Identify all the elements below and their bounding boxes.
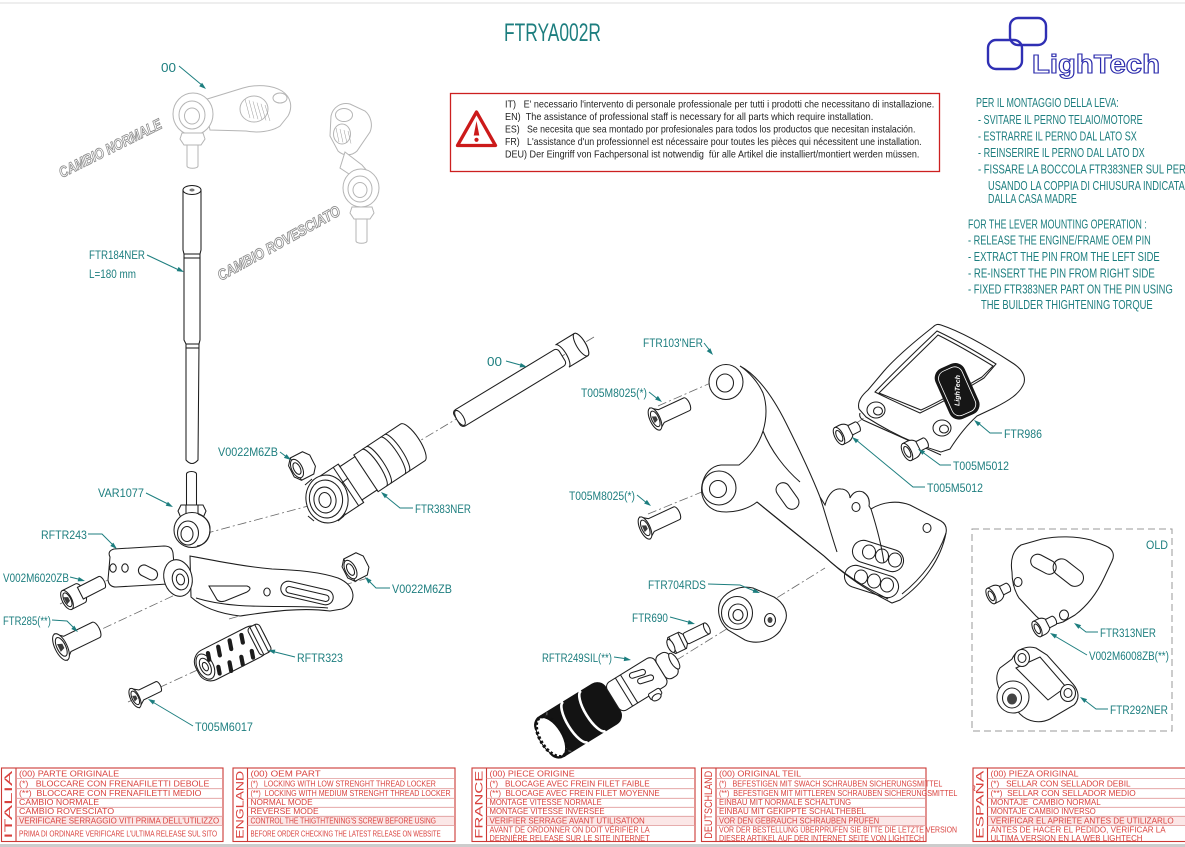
svg-text:FOR THE LEVER MOUNTING OPERATI: FOR THE LEVER MOUNTING OPERATION : (968, 218, 1147, 232)
svg-text:(**) SELLAR CON SELLADOR MEDI: (**) SELLAR CON SELLADOR MEDIO (991, 788, 1137, 798)
svg-text:MONTAGE VITESSE INVERSEE: MONTAGE VITESSE INVERSEE (490, 807, 606, 816)
svg-text:VERIFICAR EL APRIETE ANTES DE: VERIFICAR EL APRIETE ANTES DE UTILIZARLO (991, 816, 1175, 825)
svg-text:FTR103'NER: FTR103'NER (643, 337, 703, 350)
svg-text:LighTech: LighTech (954, 375, 962, 406)
svg-text:- REINSERIRE IL PERNO DAL LATO: - REINSERIRE IL PERNO DAL LATO DX (978, 147, 1145, 161)
svg-text:ENGLAND: ENGLAND (234, 771, 246, 839)
svg-text:RFTR249SIL(**): RFTR249SIL(**) (542, 652, 612, 665)
svg-text:PER IL MONTAGGIO DELLA LEVA:: PER IL MONTAGGIO DELLA LEVA: (976, 97, 1119, 111)
svg-text:V002M6020ZB: V002M6020ZB (3, 572, 69, 585)
svg-text:00: 00 (487, 354, 502, 369)
svg-text:ESPAÑA: ESPAÑA (973, 770, 986, 838)
svg-text:DIESER ARTIKEL AUF DER INTERNE: DIESER ARTIKEL AUF DER INTERNET SEITE VO… (719, 833, 924, 843)
svg-text:(00) PIEZA ORIGINAL: (00) PIEZA ORIGINAL (991, 769, 1079, 779)
svg-text:FTR383NER: FTR383NER (415, 503, 471, 516)
svg-text:CAMBIO ROVESCIATO: CAMBIO ROVESCIATO (19, 806, 114, 816)
svg-text:(**) LOCKING WITH MEDIUM STRE: (**) LOCKING WITH MEDIUM STRENGHT THREAD… (251, 789, 451, 799)
svg-text:DERNIÈRE RELEASE SUR LE SITE I: DERNIÈRE RELEASE SUR LE SITE INTERNET (490, 833, 650, 843)
svg-text:- FISSARE LA BOCCOLA FTR383NER: - FISSARE LA BOCCOLA FTR383NER SUL PERN (978, 163, 1185, 177)
svg-text:PRIMA DI ORDINARE VERIFICARE L: PRIMA DI ORDINARE VERIFICARE L'ULTIMA RE… (19, 829, 217, 839)
svg-text:VOR DEN GEBRAUCH SCHRAUBEN PRÜ: VOR DEN GEBRAUCH SCHRAUBEN PRÜFEN (719, 816, 879, 826)
svg-text:CONTROL THE THIGTHTENING'S SCR: CONTROL THE THIGTHTENING'S SCREW BEFORE … (251, 816, 437, 826)
svg-text:MONTAJE CAMBIO INVERSO: MONTAJE CAMBIO INVERSO (991, 807, 1096, 816)
svg-text:USANDO LA COPPIA DI CHIUSURA I: USANDO LA COPPIA DI CHIUSURA INDICATA (988, 180, 1185, 194)
svg-text:- EXTRACT THE PIN FROM THE LEF: - EXTRACT THE PIN FROM THE LEFT SIDE (968, 251, 1160, 265)
svg-text:FRANCE: FRANCE (472, 771, 485, 839)
svg-text:(*) BEFESTIGEN MIT SWACH SCH: (*) BEFESTIGEN MIT SWACH SCHRAUBEN SICHE… (719, 779, 943, 789)
svg-text:VERIFIER SERRAGE AVANT UTILISA: VERIFIER SERRAGE AVANT UTILISATION (490, 816, 645, 825)
svg-text:CAMBIO NORMALE: CAMBIO NORMALE (56, 115, 165, 181)
svg-text:- SVITARE IL PERNO TELAIO/MOTO: - SVITARE IL PERNO TELAIO/MOTORE (978, 114, 1143, 128)
svg-text:FTR690: FTR690 (632, 612, 668, 625)
svg-text:VAR1077: VAR1077 (98, 488, 144, 501)
svg-text:T005M8025(*): T005M8025(*) (569, 490, 635, 503)
svg-text:MONTAJE CAMBIO NORMAL: MONTAJE CAMBIO NORMAL (991, 798, 1102, 807)
svg-text:- RELEASE THE ENGINE/FRAME OEM: - RELEASE THE ENGINE/FRAME OEM PIN (968, 234, 1151, 248)
svg-text:EN) The assistance of profess: EN) The assistance of professional staff… (505, 112, 873, 123)
svg-text:FTR704RDS: FTR704RDS (648, 579, 706, 592)
svg-text:- RE-INSERT THE PIN FROM RIGHT: - RE-INSERT THE PIN FROM RIGHT SIDE (968, 267, 1155, 281)
svg-text:T005M8025(*): T005M8025(*) (581, 387, 647, 400)
svg-text:(*) BLOCCARE CON FRENAFILETT: (*) BLOCCARE CON FRENAFILETTI DEBOLE (19, 779, 210, 789)
svg-text:T005M6017: T005M6017 (195, 722, 253, 735)
svg-text:(*) LOCKING WITH LOW STRENGH: (*) LOCKING WITH LOW STRENGHT THREAD LOC… (251, 779, 437, 789)
svg-text:V0022M6ZB: V0022M6ZB (218, 447, 278, 460)
svg-text:00: 00 (161, 60, 176, 75)
svg-text:AVANT DE ORDONNER ON DOIT VÉRI: AVANT DE ORDONNER ON DOIT VÉRIFIER LA (490, 825, 651, 835)
svg-text:(**) BLOCAGE AVEC FREIN FILET: (**) BLOCAGE AVEC FREIN FILET MOYENNE (490, 789, 661, 798)
svg-text:- ESTRARRE IL PERNO DAL LATO S: - ESTRARRE IL PERNO DAL LATO SX (978, 130, 1137, 144)
svg-text:ES) Se necesita que sea mont: ES) Se necesita que sea montado por prof… (505, 123, 915, 135)
svg-text:(00) OEM PART: (00) OEM PART (251, 769, 322, 778)
svg-text:LighTech: LighTech (1032, 50, 1160, 79)
svg-text:FR) L'assistance d'un profes: FR) L'assistance d'un professionnel est … (505, 135, 922, 147)
svg-text:CAMBIO NORMALE: CAMBIO NORMALE (19, 797, 99, 807)
svg-text:- FIXED FTR383NER PART ON THE: - FIXED FTR383NER PART ON THE PIN USING (968, 283, 1173, 297)
svg-text:IT) E' necessario l'interven: IT) E' necessario l'intervento di person… (505, 99, 934, 111)
svg-text:FTR285(**): FTR285(**) (3, 615, 51, 628)
svg-text:V0022M6ZB: V0022M6ZB (392, 584, 452, 597)
svg-text:(*) SELLAR CON SELLADOR DEBI: (*) SELLAR CON SELLADOR DEBIL (991, 778, 1132, 788)
svg-text:FTR292NER: FTR292NER (1110, 704, 1168, 717)
svg-text:MONTAGE VITESSE NORMALE: MONTAGE VITESSE NORMALE (490, 798, 602, 807)
svg-text:VERIFICARE SERRAGGIO VITI PRIM: VERIFICARE SERRAGGIO VITI PRIMA DELL'UTI… (19, 816, 219, 825)
svg-text:NORMAL MODE: NORMAL MODE (251, 797, 314, 807)
svg-text:THE BUILDER THIGHTENING TORQUE: THE BUILDER THIGHTENING TORQUE (981, 299, 1153, 313)
svg-text:DEUTSCHLAND: DEUTSCHLAND (703, 771, 715, 839)
svg-text:ITALIA: ITALIA (2, 771, 14, 839)
svg-text:(*) BLOCAGE AVEC FREIN FILET: (*) BLOCAGE AVEC FREIN FILET FAIBLE (490, 778, 651, 788)
svg-text:T005M5012: T005M5012 (927, 482, 983, 495)
svg-text:T005M5012: T005M5012 (953, 460, 1009, 473)
svg-text:FTR184NER: FTR184NER (89, 249, 145, 262)
svg-text:ANTES DE HACER EL PEDIDO, VERI: ANTES DE HACER EL PEDIDO, VERIFICAR LA (991, 825, 1167, 834)
svg-text:RFTR243: RFTR243 (41, 529, 87, 542)
svg-text:DALLA CASA MADRE: DALLA CASA MADRE (988, 193, 1077, 207)
svg-text:FTR986: FTR986 (1004, 428, 1042, 441)
svg-text:REVERSE MODE: REVERSE MODE (251, 806, 319, 816)
svg-text:BEFORE ORDER CHECKING THE LATE: BEFORE ORDER CHECKING THE LATEST RELEASE… (251, 828, 441, 838)
svg-text:CAMBIO ROVESCIATO: CAMBIO ROVESCIATO (214, 202, 343, 284)
svg-text:FTR313NER: FTR313NER (1100, 627, 1156, 640)
svg-text:(00) PARTE ORIGINALE: (00) PARTE ORIGINALE (19, 769, 119, 779)
svg-text:V002M6008ZB(**): V002M6008ZB(**) (1089, 650, 1169, 663)
svg-text:L=180 mm: L=180 mm (89, 268, 136, 281)
svg-text:EINBAU MIT NORMALE SCHALTUNG: EINBAU MIT NORMALE SCHALTUNG (719, 798, 851, 807)
svg-text:(00) ORIGINAL TEIL: (00) ORIGINAL TEIL (719, 769, 801, 779)
svg-text:(**) BLOCCARE CON FRENAFILETT: (**) BLOCCARE CON FRENAFILETTI MEDIO (19, 788, 202, 798)
svg-text:FTRYA002R: FTRYA002R (504, 19, 601, 47)
svg-text:VOR DER BESTELLUNG ÜBERPRÜFEN: VOR DER BESTELLUNG ÜBERPRÜFEN SIE BITTE … (719, 825, 957, 835)
svg-text:OLD: OLD (1146, 539, 1168, 552)
svg-text:(00) PIECE ORIGINE: (00) PIECE ORIGINE (490, 769, 575, 779)
svg-text:EINBAU MIT GEKIPPTE SCHALTHEBE: EINBAU MIT GEKIPPTE SCHALTHEBEL (719, 807, 867, 816)
svg-text:ULTIMA VERSION EN LA WEB LIGHT: ULTIMA VERSION EN LA WEB LIGHTECH (991, 834, 1143, 843)
svg-text:RFTR323: RFTR323 (297, 652, 343, 665)
svg-text:DEU) Der Eingriff von Fachpers: DEU) Der Eingriff von Fachpersonal ist n… (505, 149, 919, 161)
svg-text:(**) BEFESTIGEN MIT MITTLEREN: (**) BEFESTIGEN MIT MITTLEREN SCHRAUBEN … (719, 789, 958, 799)
